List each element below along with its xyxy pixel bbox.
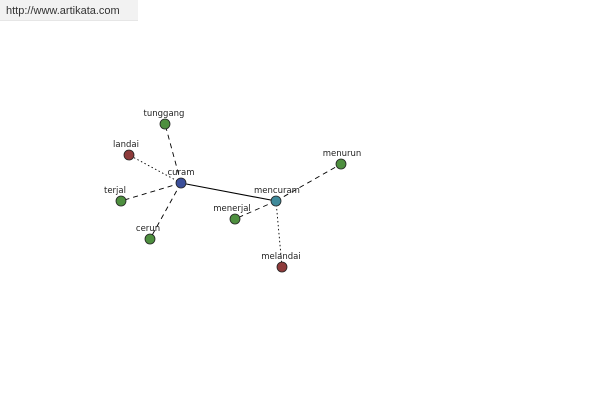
nodes-layer (115, 118, 347, 273)
node-label-menerjal: menerjal (213, 204, 251, 214)
labels-layer: curam mencuram tunggang landai terjal cerun me… (104, 109, 361, 262)
edge-curam-terjal (120, 182, 182, 202)
source-banner: http://www.artikata.com (0, 0, 138, 21)
edge-curam-landai (128, 154, 182, 184)
edge-mencuram-melandai (275, 200, 283, 268)
node-label-menurun: menurun (323, 149, 362, 159)
node-label-tunggang: tunggang (144, 109, 185, 119)
node-label-curam: curam (167, 168, 194, 178)
source-url: http://www.artikata.com (6, 5, 120, 17)
edge-curam-tunggang (164, 123, 182, 184)
node-melandai[interactable] (276, 261, 288, 273)
edge-curam-mencuram (180, 182, 277, 202)
node-menerjal[interactable] (229, 213, 241, 225)
node-terjal[interactable] (115, 195, 127, 207)
node-menurun[interactable] (335, 158, 347, 170)
node-cerun[interactable] (144, 233, 156, 245)
edge-mencuram-menerjal (234, 200, 277, 220)
node-mencuram[interactable] (270, 195, 282, 207)
node-landai[interactable] (123, 149, 135, 161)
node-tunggang[interactable] (159, 118, 171, 130)
edges-layer (120, 123, 342, 268)
node-label-cerun: cerun (136, 224, 160, 234)
edge-curam-cerun (149, 182, 182, 240)
node-label-mencuram: mencuram (254, 186, 300, 196)
edge-mencuram-menurun (275, 163, 342, 202)
node-label-landai: landai (113, 140, 139, 150)
node-label-terjal: terjal (104, 186, 126, 196)
node-curam[interactable] (175, 177, 187, 189)
node-label-melandai: melandai (261, 252, 300, 262)
